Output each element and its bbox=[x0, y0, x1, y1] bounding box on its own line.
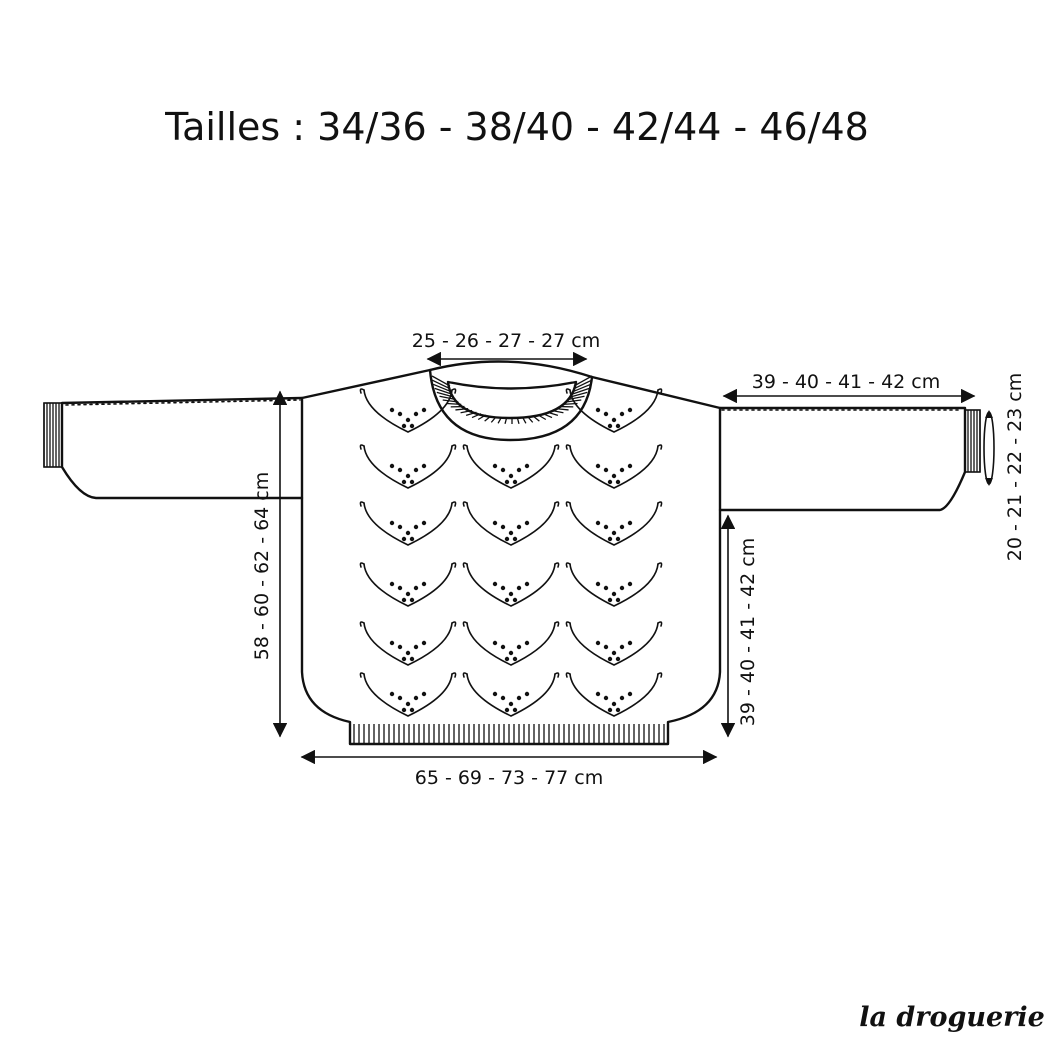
leaf-motif bbox=[360, 502, 455, 545]
leaf-motif bbox=[463, 445, 558, 488]
side-length-label: 39 - 40 - 41 - 42 cm bbox=[737, 538, 759, 727]
cuff-edge bbox=[965, 410, 980, 472]
leaf-motif bbox=[566, 445, 661, 488]
rib-line bbox=[556, 409, 569, 410]
neckband-inner bbox=[448, 382, 576, 418]
body-width-dimension: 65 - 69 - 73 - 77 cm bbox=[302, 757, 716, 789]
sleeve-length-label: 39 - 40 - 41 - 42 cm bbox=[752, 371, 941, 393]
rib-line bbox=[543, 414, 552, 418]
sleeve-length-dimension: 39 - 40 - 41 - 42 cm bbox=[724, 371, 974, 396]
leaf-motif bbox=[463, 673, 558, 716]
body-length-dimension: 58 - 60 - 62 - 64 cm bbox=[251, 392, 280, 736]
leaf-motif bbox=[566, 389, 661, 432]
right-cuff-ribbing bbox=[965, 410, 980, 472]
body-width-label: 65 - 69 - 73 - 77 cm bbox=[415, 767, 604, 789]
leaf-motif bbox=[463, 502, 558, 545]
cuff-width-dimension: 20 - 21 - 22 - 23 cm bbox=[984, 373, 1026, 562]
leaf-motif bbox=[566, 622, 661, 665]
leaf-motif bbox=[566, 563, 661, 606]
leaf-motif bbox=[360, 563, 455, 606]
leaf-motif bbox=[463, 563, 558, 606]
brand-logo: la droguerie bbox=[859, 1002, 1045, 1033]
lace-leaf-pattern bbox=[360, 389, 661, 716]
hem-ribbing bbox=[354, 724, 664, 743]
leaf-motif bbox=[566, 673, 661, 716]
neck-width-label: 25 - 26 - 27 - 27 cm bbox=[412, 330, 601, 352]
leaf-motif bbox=[360, 389, 455, 432]
side-length-dimension: 39 - 40 - 41 - 42 cm bbox=[728, 516, 759, 736]
left-cuff-ribbing bbox=[44, 403, 62, 467]
sweater-outline bbox=[44, 361, 980, 744]
cuff-width-label: 20 - 21 - 22 - 23 cm bbox=[1004, 373, 1026, 562]
body-length-label: 58 - 60 - 62 - 64 cm bbox=[251, 472, 273, 661]
size-title: Tailles : 34/36 - 38/40 - 42/44 - 46/48 bbox=[164, 105, 869, 149]
rib-line bbox=[446, 404, 461, 405]
right-sleeve bbox=[720, 408, 965, 510]
leaf-motif bbox=[360, 445, 455, 488]
neck-width-dimension: 25 - 26 - 27 - 27 cm bbox=[412, 330, 601, 359]
leaf-motif bbox=[360, 673, 455, 716]
leaf-motif bbox=[360, 622, 455, 665]
leaf-motif bbox=[463, 622, 558, 665]
neckband-outer bbox=[430, 361, 592, 377]
rib-line bbox=[548, 412, 558, 415]
body-outline bbox=[302, 370, 720, 744]
leaf-motif bbox=[566, 502, 661, 545]
